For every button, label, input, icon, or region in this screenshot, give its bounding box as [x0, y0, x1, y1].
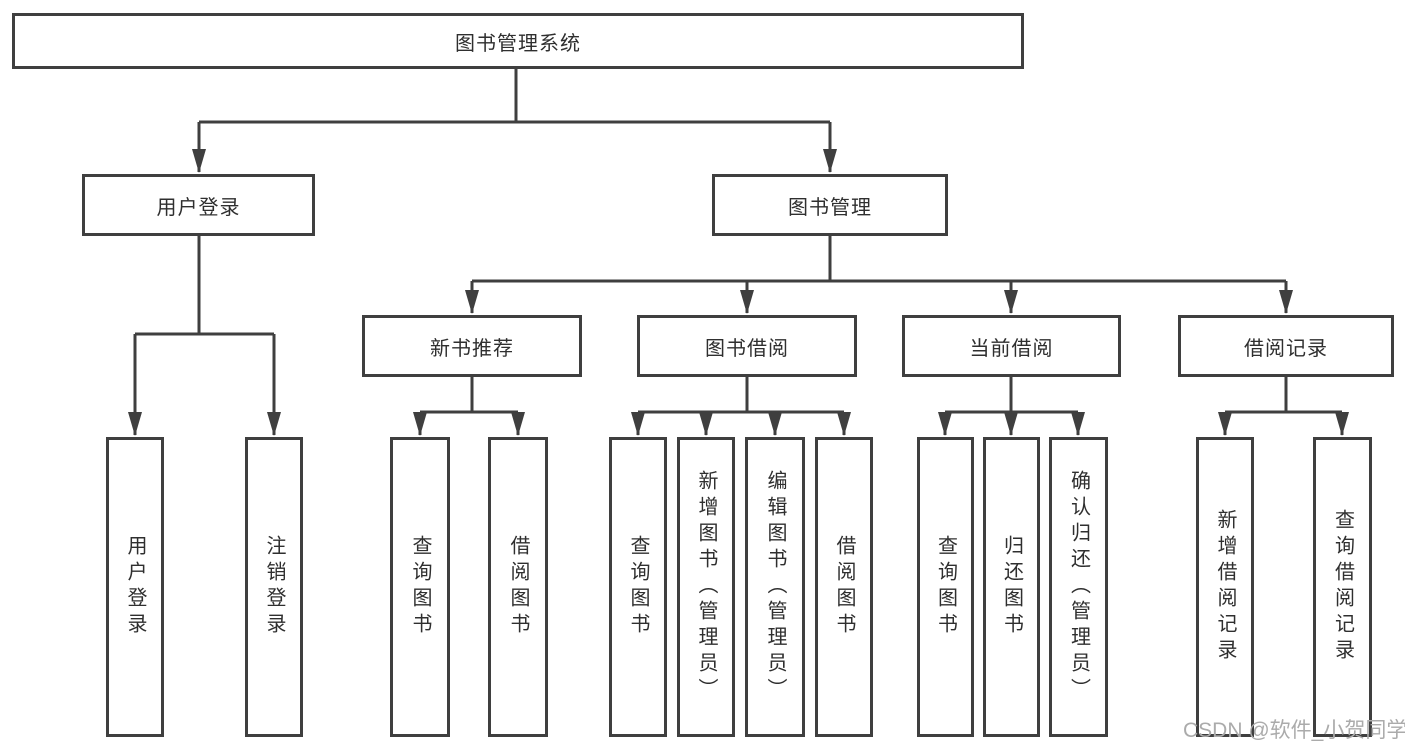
leaf-label: 查询图书 — [934, 535, 957, 639]
leaf-logout: 注销登录 — [245, 437, 303, 737]
leaf-label: 新增图书（管理员） — [695, 470, 717, 704]
leaf-label: 查询图书 — [627, 535, 649, 639]
leaf-label: 用户登录 — [124, 535, 146, 639]
leaf-label: 新增借阅记录 — [1214, 509, 1236, 665]
leaf-confirm-return-admin: 确认归还（管理员） — [1049, 437, 1108, 737]
node-book-management-branch: 图书管理 — [712, 174, 948, 236]
leaf-borrow-book-1: 借阅图书 — [488, 437, 548, 737]
leaf-label: 编辑图书（管理员） — [764, 470, 786, 704]
leaf-query-book-2: 查询图书 — [609, 437, 667, 737]
leaf-query-book-1: 查询图书 — [390, 437, 450, 737]
leaf-borrow-book-2: 借阅图书 — [815, 437, 873, 737]
leaf-add-book-admin: 新增图书（管理员） — [677, 437, 735, 737]
leaf-label: 借阅图书 — [507, 535, 529, 639]
leaf-return-book: 归还图书 — [983, 437, 1040, 737]
leaf-label: 确认归还（管理员） — [1067, 470, 1090, 704]
node-book-borrow: 图书借阅 — [637, 315, 857, 377]
node-new-book-recommend: 新书推荐 — [362, 315, 582, 377]
node-borrow-records: 借阅记录 — [1178, 315, 1394, 377]
leaf-label: 归还图书 — [1000, 535, 1023, 639]
leaf-user-login: 用户登录 — [106, 437, 164, 737]
node-current-borrow: 当前借阅 — [902, 315, 1121, 377]
leaf-add-borrow-record: 新增借阅记录 — [1196, 437, 1254, 737]
leaf-label: 查询借阅记录 — [1331, 509, 1354, 665]
leaf-query-book-3: 查询图书 — [917, 437, 974, 737]
node-root-system: 图书管理系统 — [12, 13, 1024, 69]
node-user-login-branch: 用户登录 — [82, 174, 315, 236]
leaf-label: 查询图书 — [409, 535, 431, 639]
leaf-edit-book-admin: 编辑图书（管理员） — [745, 437, 805, 737]
leaf-label: 注销登录 — [263, 535, 285, 639]
csdn-watermark: CSDN @软件_小贺同学 — [1183, 719, 1405, 742]
leaf-query-borrow-record: 查询借阅记录 — [1313, 437, 1372, 737]
leaf-label: 借阅图书 — [833, 535, 855, 639]
